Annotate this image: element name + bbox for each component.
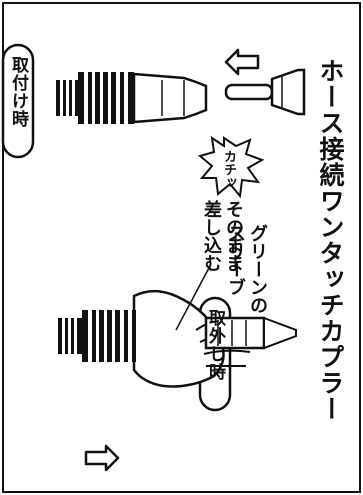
insert-note-line1: そのまま	[223, 200, 244, 272]
arrow-down-icon	[84, 444, 120, 472]
hose-plug	[224, 68, 306, 116]
page-title: ホース接続ワンタッチカプラー	[316, 58, 345, 422]
click-burst	[197, 135, 265, 199]
insert-note-line2: 差し込む	[201, 200, 222, 272]
coupler-body-top	[56, 72, 208, 124]
attach-label: 取付け時	[8, 56, 28, 128]
click-label: カチッ	[221, 150, 236, 189]
sleeve-note-line2: スリーブ	[225, 224, 246, 296]
sleeve-note-line1: グリーンの	[247, 224, 268, 314]
hand-and-hose	[132, 289, 297, 388]
arrow-up-icon	[224, 48, 260, 76]
detach-label: 取外し時	[205, 309, 225, 381]
coupler-body-bottom	[58, 310, 136, 362]
attach-badge	[1, 43, 35, 159]
sleeve-pointer	[175, 265, 211, 331]
